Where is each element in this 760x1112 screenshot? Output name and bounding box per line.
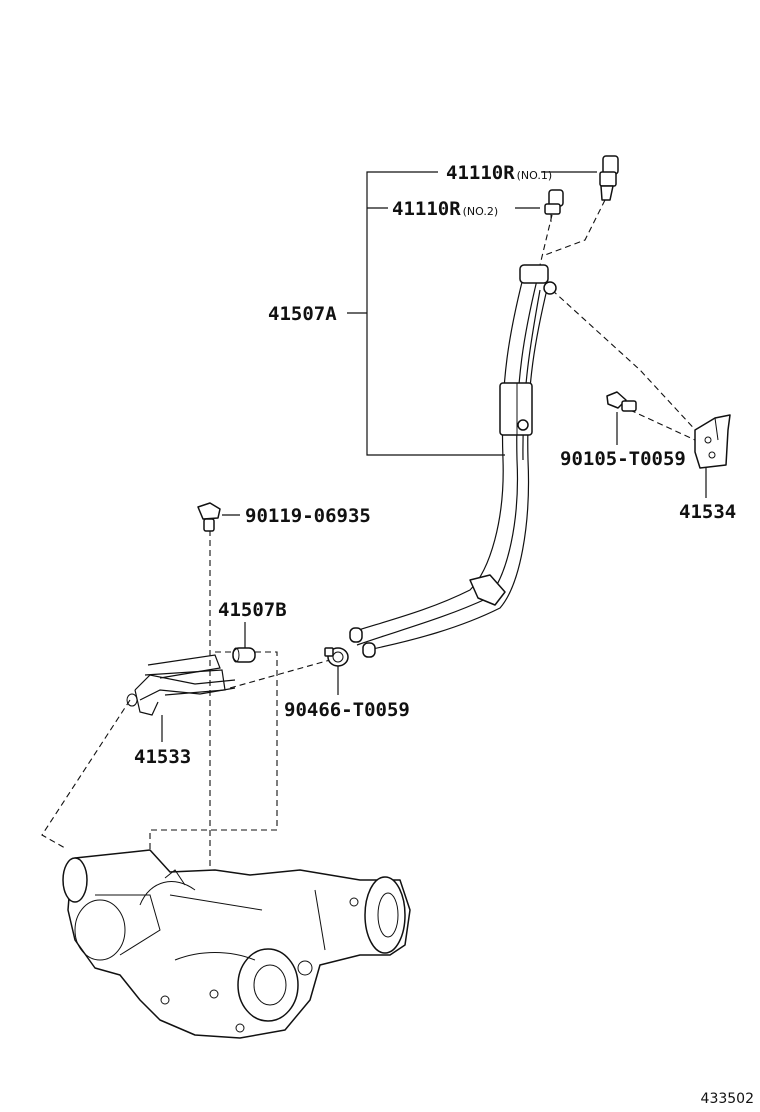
label-41507b: 41507B: [218, 599, 287, 621]
bracket-41534: [694, 414, 731, 469]
figure-number: 433502: [701, 1091, 754, 1107]
connector-41110r-no2: [544, 189, 564, 222]
label-41533: 41533: [134, 746, 191, 768]
hose-assembly-41507a: [349, 264, 557, 658]
clamp-90466-t0059: [324, 647, 349, 667]
label-90105-t0059: 90105-T0059: [560, 448, 686, 470]
connector-41110r-no1: [599, 155, 619, 201]
differential-housing: [62, 849, 411, 1039]
leader-lines: [161, 171, 707, 742]
label-41534: 41534: [679, 501, 736, 523]
sleeve-41507b: [232, 647, 256, 663]
bolt-90105-t0059: [606, 391, 637, 412]
assembly-dashed-lines: [41, 199, 701, 878]
label-90466-t0059: 90466-T0059: [284, 699, 410, 721]
label-41110r-no2: 41110R(NO.2): [392, 198, 498, 220]
group-bracket-41507a: [347, 171, 505, 456]
label-41507a: 41507A: [268, 303, 337, 325]
label-41110r-no1: 41110R(NO.1): [446, 162, 552, 184]
bolt-90119-06935: [197, 502, 221, 532]
label-90119-06935: 90119-06935: [245, 505, 371, 527]
part-labels: 41110R(NO.1) 41110R(NO.2) 41507A 90105-T…: [134, 162, 754, 1107]
tube-41533: [126, 654, 236, 716]
